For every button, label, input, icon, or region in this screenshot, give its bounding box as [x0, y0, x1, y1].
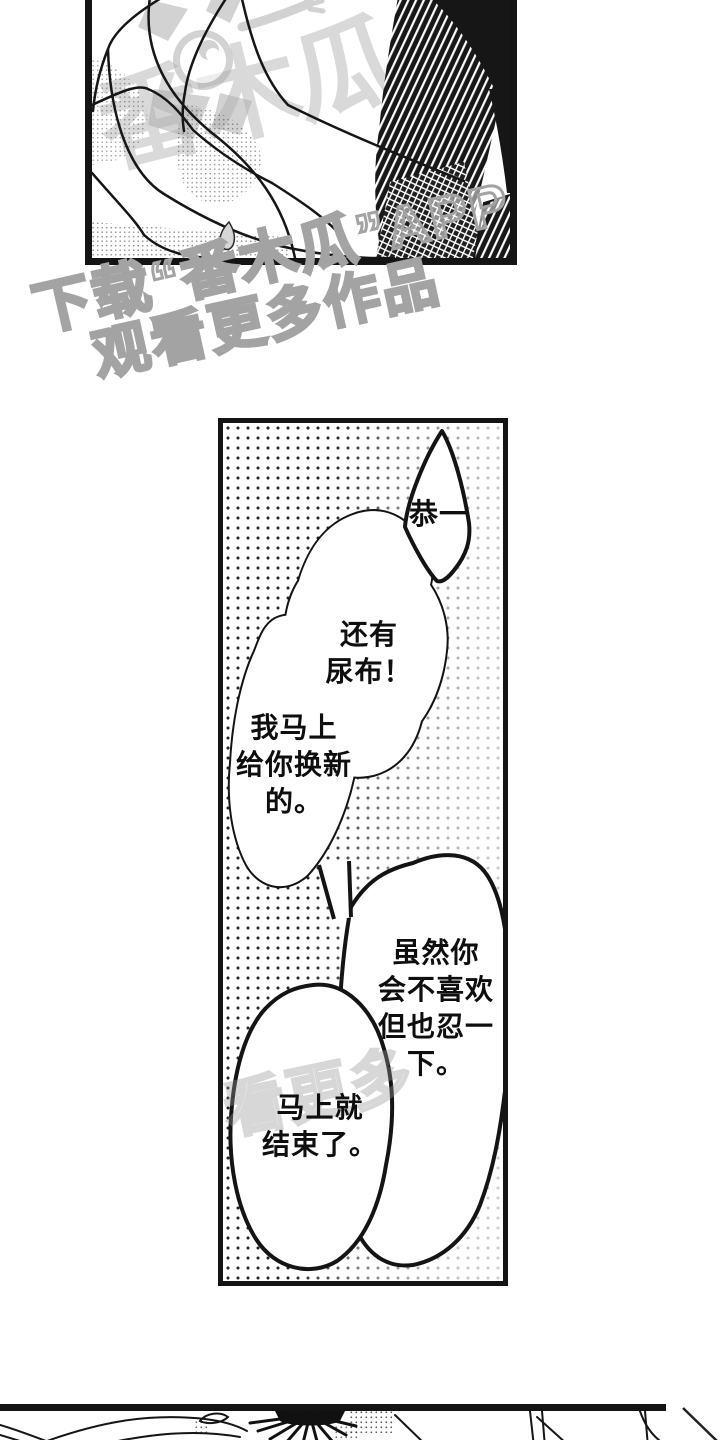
stray-line-art [682, 1407, 718, 1440]
bubble-line: 结束了。 [261, 1129, 378, 1160]
speech-bubble-call [403, 429, 472, 584]
speech-bubbles [227, 429, 503, 1272]
dark-hair-mass [375, 0, 510, 258]
top-panel: 番木瓜 [85, 0, 517, 265]
bubble-line: 虽然你 [392, 937, 480, 968]
bubble-text-endure: 虽然你 会不喜欢 但也忍一 下。 [369, 934, 503, 1082]
papaya-mascot-icon [138, 0, 326, 139]
bubble-text-call: 恭一 [379, 495, 499, 535]
line-art [92, 0, 466, 258]
bubble-line: 我马上 [250, 712, 338, 743]
papaya-arm-icon [237, 0, 326, 32]
bubble-line: 马上就 [276, 1092, 364, 1123]
speech-bubble-soon [228, 982, 395, 1272]
bubble-line: 给你换新 [235, 749, 352, 780]
bubble-line: 恭一 [408, 499, 469, 531]
bubble-text-diaper: 还有 尿布！ [303, 616, 435, 690]
teardrop-icon [219, 220, 236, 251]
middle-panel: 看更多 恭一 还有 尿布！ 我马上 给你换新 的。 虽然你 会不喜欢 但也忍一 … [218, 418, 508, 1286]
bottom-panel-artwork [0, 1411, 661, 1440]
top-panel-artwork [92, 0, 510, 258]
hair-whorl [248, 1411, 358, 1440]
bubble-text-soon: 马上就 结束了。 [251, 1089, 389, 1163]
bubble-line: 还有 [339, 619, 398, 650]
bubble-text-change: 我马上 给你换新 的。 [227, 709, 361, 820]
bubble-line: 但也忍一 [377, 1011, 494, 1042]
bubble-line: 下。 [406, 1048, 465, 1079]
bottom-panel [0, 1404, 666, 1440]
bubble-line: 会不喜欢 [377, 974, 494, 1005]
bubble-line: 的。 [264, 786, 323, 817]
bubble-line: 尿布！ [325, 656, 413, 687]
